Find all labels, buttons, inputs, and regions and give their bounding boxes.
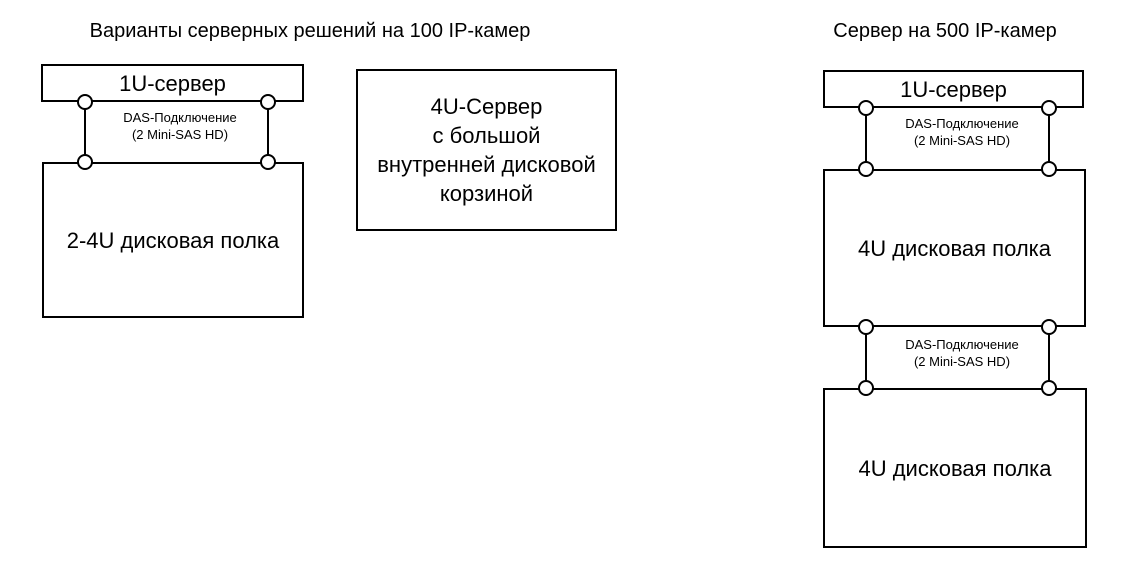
das-connection-line2: (2 Mini-SAS HD) — [913, 133, 1011, 148]
left-das-connection-label: DAS-Подключение (2 Mini-SAS HD) — [88, 109, 272, 143]
right-disk-shelf-box-1: 4U дисковая полка — [823, 169, 1086, 327]
left-disk-shelf-box: 2-4U дисковая полка — [42, 162, 304, 318]
connector-line — [865, 108, 867, 169]
right-1u-server-label: 1U-сервер — [900, 76, 1007, 102]
connector-dot — [1041, 319, 1057, 335]
middle-4u-server-label-line4: корзиной — [439, 181, 534, 206]
right-das-connection-label-2: DAS-Подключение (2 Mini-SAS HD) — [870, 336, 1054, 370]
das-connection-line1: DAS-Подключение — [905, 116, 1019, 131]
middle-4u-server-label-line1: 4U-Сервер — [430, 94, 543, 119]
das-connection-line1: DAS-Подключение — [123, 110, 237, 125]
right-disk-shelf-label-2: 4U дисковая полка — [858, 455, 1052, 481]
middle-4u-server-label-line2: с большой — [432, 123, 541, 148]
connector-line — [1048, 108, 1050, 169]
connector-dot — [1041, 380, 1057, 396]
right-disk-shelf-box-2: 4U дисковая полка — [823, 388, 1087, 548]
right-disk-shelf-label-1: 4U дисковая полка — [857, 235, 1051, 261]
connector-line — [1048, 327, 1050, 388]
connector-dot — [77, 154, 93, 170]
right-diagram-title: Сервер на 500 IP-камер — [833, 20, 1057, 42]
left-1u-server-label: 1U-сервер — [119, 70, 226, 96]
connector-line — [267, 102, 269, 162]
left-diagram-title: Варианты серверных решений на 100 IP-кам… — [89, 20, 531, 42]
connector-dot — [1041, 161, 1057, 177]
connector-dot — [858, 100, 874, 116]
connector-dot — [858, 161, 874, 177]
das-connection-line2: (2 Mini-SAS HD) — [913, 354, 1011, 369]
das-connection-line1: DAS-Подключение — [905, 337, 1019, 352]
middle-4u-server-label-line3: внутренней дисковой — [377, 152, 596, 177]
connector-dot — [858, 319, 874, 335]
connector-dot — [858, 380, 874, 396]
connector-line — [84, 102, 86, 162]
right-das-connection-label-1: DAS-Подключение (2 Mini-SAS HD) — [870, 115, 1054, 149]
das-connection-line2: (2 Mini-SAS HD) — [131, 127, 229, 142]
connector-line — [865, 327, 867, 388]
connector-dot — [260, 94, 276, 110]
connector-dot — [260, 154, 276, 170]
connector-dot — [77, 94, 93, 110]
middle-4u-server-box: 4U-Сервер с большой внутренней дисковой … — [356, 69, 617, 231]
left-disk-shelf-label: 2-4U дисковая полка — [66, 227, 280, 253]
connector-dot — [1041, 100, 1057, 116]
